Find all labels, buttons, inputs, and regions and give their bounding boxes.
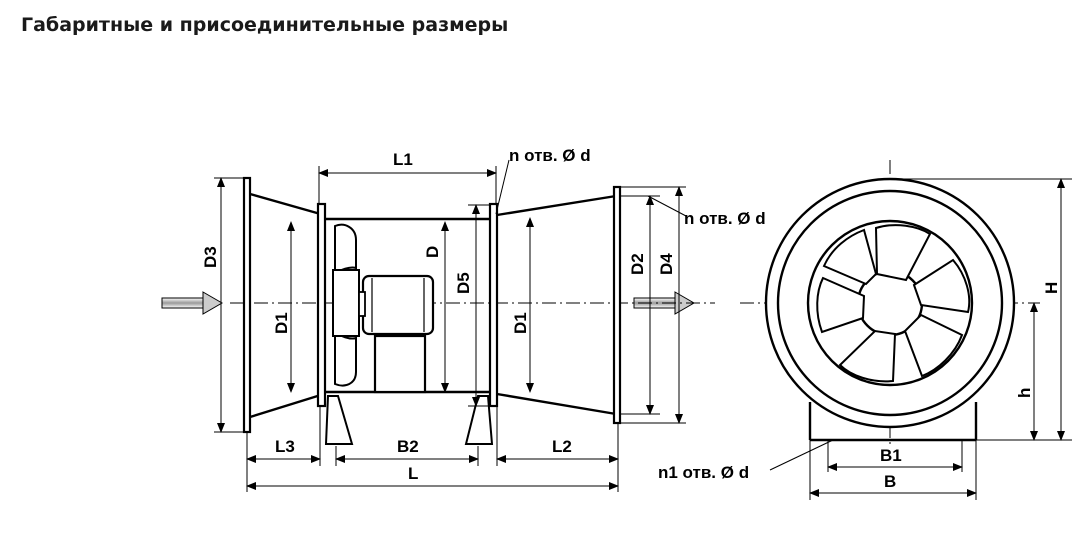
- d-label: D: [423, 246, 442, 258]
- l1-extension-lines: [318, 166, 497, 205]
- motor-shaft: [358, 291, 366, 317]
- impeller-blades: [816, 224, 971, 383]
- inlet-flange: [242, 176, 252, 434]
- outer-flange-ring: [764, 177, 1016, 429]
- holes-top-label: n отв. Ø d: [509, 146, 591, 165]
- housing-bore-ring: [806, 219, 974, 387]
- l1-label: L1: [393, 150, 413, 169]
- impeller-blade-bottom: [334, 329, 357, 387]
- holes-base-label: n1 отв. Ø d: [658, 463, 749, 482]
- outlet-flange: [612, 185, 622, 425]
- housing-flange-left: [316, 202, 327, 408]
- d1-left-label: D1: [272, 312, 291, 334]
- d5-extension-lines: [468, 204, 490, 407]
- holes-side-leader: [647, 195, 687, 217]
- b-extension-lines: [809, 440, 977, 500]
- motor-mount: [373, 334, 427, 394]
- b-label: B: [884, 472, 896, 491]
- d4-label: D4: [657, 253, 676, 275]
- d3-label: D3: [201, 246, 220, 268]
- base-support: [808, 402, 978, 442]
- h-total-extension-lines: [890, 178, 1072, 441]
- flange-inner-ring: [776, 189, 1004, 417]
- holes-side-label: n отв. Ø d: [684, 209, 766, 228]
- d1-right-label: D1: [511, 312, 530, 334]
- d2-label: D2: [628, 253, 647, 275]
- inlet-cone: [249, 192, 325, 419]
- housing-flange-right: [488, 202, 499, 408]
- holes-base-leader: [769, 439, 834, 471]
- h-axis-label: h: [1015, 388, 1034, 398]
- l-label: L: [408, 464, 418, 483]
- holes-top-leader: [495, 159, 510, 215]
- side-view: L1 n отв. Ø d n отв. Ø d D3 D1 D D5 D1 D…: [161, 146, 766, 492]
- outlet-cone: [496, 194, 617, 416]
- support-foot-right: [464, 395, 494, 445]
- b2-label: B2: [397, 437, 419, 456]
- d5-label: D5: [454, 272, 473, 294]
- impeller-blade-top: [334, 223, 357, 277]
- l3-label: L3: [275, 437, 295, 456]
- b1-label: B1: [880, 446, 902, 465]
- motor-body: [361, 274, 435, 336]
- l2-label: L2: [552, 437, 572, 456]
- page-title: Габаритные и присоединительные размеры: [21, 14, 509, 36]
- motor-ribs: [371, 278, 425, 332]
- inlet-flow-arrow: [161, 291, 223, 315]
- h-total-label: H: [1042, 282, 1061, 294]
- front-view: H h B1 B n1 отв. Ø d: [658, 160, 1072, 500]
- support-foot-left: [324, 395, 354, 445]
- impeller-hub: [332, 269, 360, 337]
